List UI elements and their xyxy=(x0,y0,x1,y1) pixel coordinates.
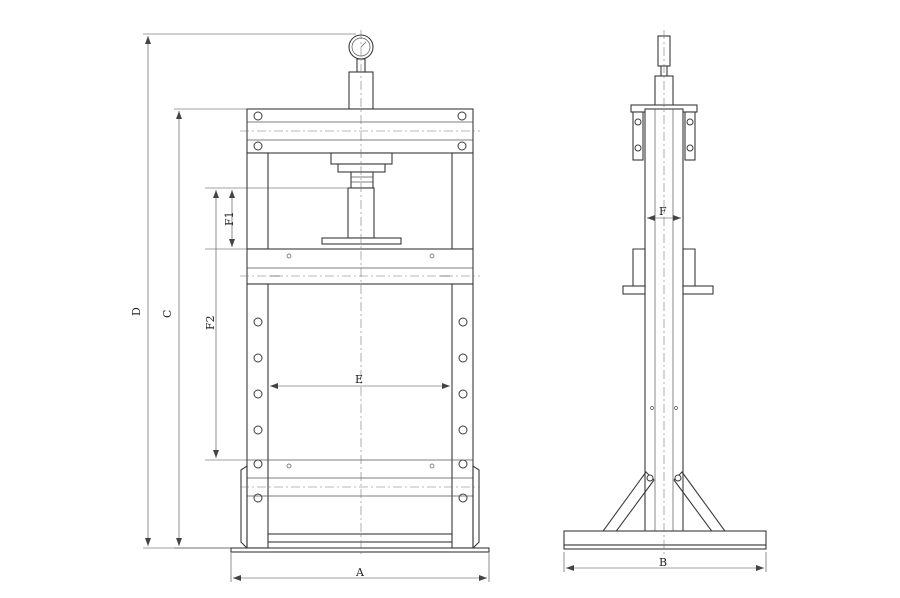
right-brace xyxy=(472,464,480,550)
upright-holes xyxy=(253,317,468,503)
side-base xyxy=(563,544,767,550)
dimension-d-label: D xyxy=(130,307,143,316)
hydraulic-cylinder xyxy=(321,152,402,245)
dimension-f2: F2 xyxy=(204,190,247,461)
dimension-c-label: C xyxy=(161,310,174,318)
left-upright-upper xyxy=(246,152,269,250)
bed-beam xyxy=(246,248,474,285)
dimension-b: B xyxy=(563,552,767,572)
base-plate xyxy=(230,547,490,553)
side-view: F B xyxy=(563,30,767,572)
dimension-f2-label: F2 xyxy=(204,315,217,330)
right-upright-upper xyxy=(451,152,474,250)
dimension-f1-label: F1 xyxy=(223,211,236,226)
side-bed-bracket-right xyxy=(682,248,696,288)
dimension-b-label: B xyxy=(659,556,667,569)
dimension-f: F xyxy=(647,205,681,221)
side-bed-bracket-left xyxy=(632,248,646,288)
dimension-f1: F1 xyxy=(205,187,348,250)
left-brace xyxy=(240,464,248,550)
dimension-c: C xyxy=(161,108,247,549)
dimension-e-label: E xyxy=(355,373,363,386)
front-view: D C F1 F2 E xyxy=(130,30,490,582)
side-base-top xyxy=(563,530,767,546)
dimension-a: A xyxy=(230,553,490,582)
dimension-f-label: F xyxy=(659,205,667,218)
lower-crossbar xyxy=(247,459,473,497)
dimension-e: E xyxy=(270,373,450,389)
dimension-a-label: A xyxy=(355,566,365,579)
foot-crossbar xyxy=(267,533,453,543)
